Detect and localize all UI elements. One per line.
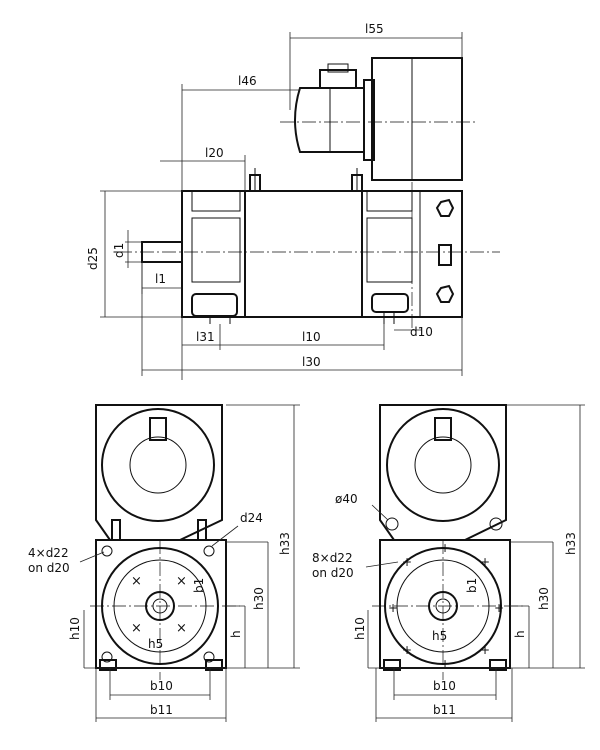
dim-h-left: h [229,630,243,638]
dim-l55: l55 [365,22,384,36]
dim-dia40: ø40 [335,492,358,506]
dim-h33-left: h33 [278,532,292,555]
dim-l31: l31 [196,330,215,344]
svg-text:+: + [480,643,490,657]
dim-d25: d25 [86,247,100,270]
svg-text:+: + [402,643,412,657]
svg-text:+: + [388,601,398,615]
dim-holes-left: 4×d22 [28,546,69,560]
svg-text:×: × [176,621,187,636]
nut-top [435,198,455,217]
dim-b1-left: b1 [192,578,206,593]
front-view-left: × × × × d24 4×d22 on d20 b1 h5 h h10 h30… [28,404,300,722]
foot-right [371,293,409,313]
svg-text:×: × [131,621,142,636]
top-box-right [379,404,507,541]
junction-cylinder [294,87,365,153]
dim-b10-right: b10 [433,679,456,693]
dim-b1-right: b1 [465,578,479,593]
dim-l20: l20 [205,146,224,160]
svg-text:×: × [176,574,187,589]
nut-bottom [435,284,455,303]
dim-h10-right: h10 [353,617,367,640]
dim-h30-left: h30 [252,587,266,610]
dim-l46: l46 [238,74,257,88]
svg-text:+: + [494,601,504,615]
svg-text:+: + [402,555,412,569]
flange-right [379,539,511,669]
svg-text:×: × [131,574,142,589]
dim-holes-right: 8×d22 [312,551,353,565]
dim-h30-right: h30 [537,587,551,610]
svg-text:+: + [440,541,450,555]
dim-h5-right: h5 [432,629,447,643]
dim-h-right: h [513,630,527,638]
dim-h33-right: h33 [564,532,578,555]
dim-h5-left: h5 [148,637,163,651]
dim-h10-left: h10 [68,617,82,640]
dim-b11-right: b11 [433,703,456,717]
dim-b10-left: b10 [150,679,173,693]
svg-text:+: + [440,657,450,671]
dim-b11-left: b11 [150,703,173,717]
dim-d24-left: d24 [240,511,263,525]
front-view-right: + + + + + + + + ø40 8×d22 on d20 b1 h5 h… [312,404,585,722]
dim-on-d20-left: on d20 [28,561,70,575]
foot-left [191,293,238,317]
dim-d1: d1 [112,243,126,258]
dim-on-d20-right: on d20 [312,566,354,580]
svg-text:+: + [480,555,490,569]
connector [438,244,452,266]
side-view: l55 l46 l20 d25 d1 l1 l31 l10 d10 [86,22,500,380]
top-box [371,57,463,181]
dim-l1: l1 [155,272,166,286]
dim-l30: l30 [302,355,321,369]
dim-l10: l10 [302,330,321,344]
dim-d10: d10 [410,325,433,339]
